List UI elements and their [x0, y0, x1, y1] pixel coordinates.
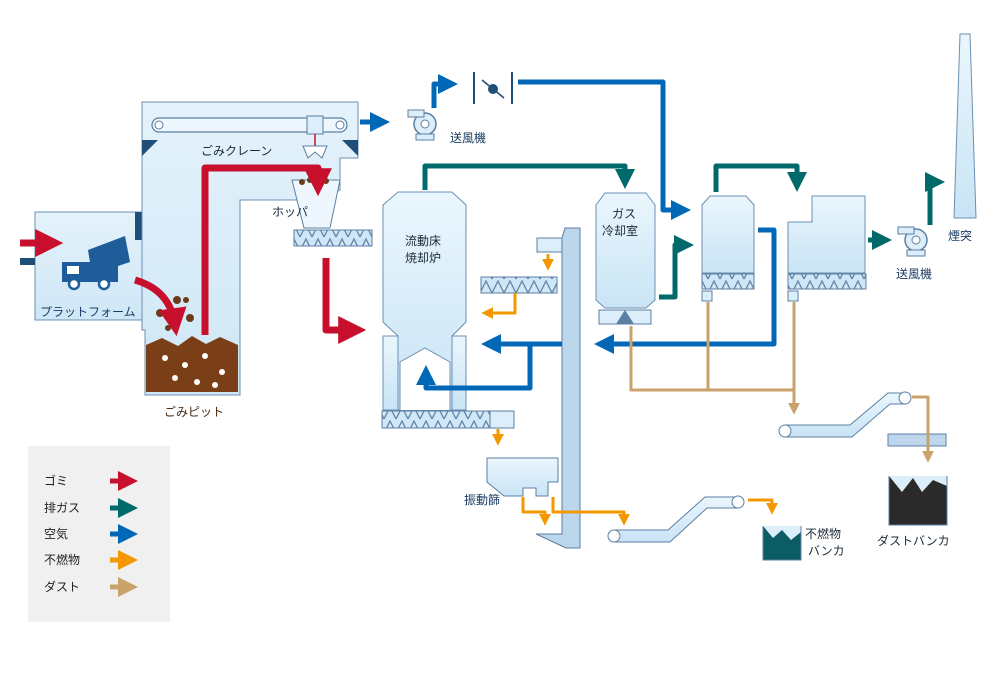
noncomb-sieve-left — [521, 497, 551, 526]
chimney-label: 煙突 — [948, 228, 972, 243]
crane-grab — [302, 145, 328, 159]
waste-pile — [146, 336, 238, 392]
dust-bunker-label: ダストバンカ — [877, 533, 950, 548]
hopper-screw-feeder — [293, 229, 373, 247]
legend-label: 不燃物 — [44, 552, 80, 567]
legend-item-dust: ダスト — [44, 577, 138, 597]
air-fan-up — [431, 74, 458, 108]
hopper — [291, 179, 341, 229]
exhaust-flow — [422, 163, 945, 300]
legend-label: ゴミ — [44, 473, 68, 488]
incombustible-bunker — [762, 526, 802, 561]
incombustible-bunker-label-line1: 不燃物 — [805, 526, 841, 541]
waste-arrow-dump — [133, 276, 187, 337]
chimney — [953, 33, 977, 219]
crane-label: ごみクレーン — [201, 143, 272, 158]
waste-flow — [20, 164, 367, 344]
gas-cooling-chamber — [595, 192, 656, 325]
legend-item-exhaust: 排ガス — [44, 498, 138, 518]
fan-top-label: 送風機 — [450, 130, 486, 145]
air-damper — [473, 72, 513, 104]
incombustible-conveyor — [607, 495, 745, 543]
waste-arrow-crane-lift — [201, 164, 332, 335]
legend-item-air: 空気 — [44, 524, 138, 544]
vibrating-sieve-body — [486, 457, 559, 497]
platform-label: プラットフォーム — [40, 305, 136, 319]
bag-filter-2 — [787, 195, 867, 302]
fluidized-bed-incinerator — [381, 191, 515, 429]
legend: ゴミ 排ガス 空気 不燃物 ダスト — [28, 446, 170, 622]
air-filter-return — [594, 227, 777, 354]
vibrating-sieve-label: 振動篩 — [464, 492, 500, 507]
crane-rail — [151, 117, 348, 133]
incinerator-label-line1: 流動床 — [405, 234, 441, 248]
fan-top — [407, 109, 437, 141]
exhaust-filter1-to-filter2 — [713, 163, 807, 192]
exhaust-fan-to-chimney — [924, 172, 945, 225]
exhaust-furnace-to-cooler — [422, 163, 635, 190]
incombustible-flow — [481, 254, 778, 526]
air-into-furnace-bottom — [416, 345, 533, 391]
fan-right-label: 送風機 — [896, 266, 932, 281]
bag-filter-1 — [701, 195, 755, 302]
incinerator-bottom-screw — [381, 410, 491, 429]
dust-cooler-down — [629, 326, 800, 415]
gas-cooler-label-line2: 冷却室 — [602, 223, 638, 238]
incinerator-label-line2: 焼却炉 — [405, 251, 441, 265]
dust-bunker — [888, 476, 948, 526]
air-damper-to-filter — [518, 79, 691, 220]
pit-label: ごみピット — [164, 404, 224, 419]
gas-cooler-label-line1: ガス — [612, 207, 636, 221]
legend-label: ダスト — [44, 579, 80, 594]
incombustible-bunker-label-line2: バンカ — [808, 544, 845, 558]
garbage-truck — [62, 236, 130, 291]
exhaust-cooler-to-filter1 — [659, 235, 694, 300]
noncomb-to-bunker — [748, 498, 778, 515]
reception-building — [20, 101, 373, 396]
legend-label: 空気 — [44, 526, 68, 541]
legend-item-waste: ゴミ — [44, 471, 138, 491]
air-flow — [360, 74, 777, 391]
dust-conveyor-to-bunker — [912, 395, 934, 463]
chute-top — [536, 237, 566, 253]
waste-arrow-to-furnace — [322, 258, 367, 344]
legend-item-incombustible: 不燃物 — [44, 550, 138, 570]
legend-box — [28, 446, 170, 622]
bucket-elevator — [535, 227, 581, 549]
noncomb-sieve-right — [551, 497, 630, 526]
dust-hopper-plate — [887, 433, 947, 447]
dust-flow — [629, 302, 934, 463]
incombustible-screw — [480, 276, 558, 294]
dust-conveyor — [778, 391, 912, 438]
noncomb-screw-out — [481, 293, 517, 319]
hopper-label: ホッパ — [272, 205, 308, 219]
legend-label: 排ガス — [44, 501, 80, 515]
fan-right — [897, 226, 928, 257]
